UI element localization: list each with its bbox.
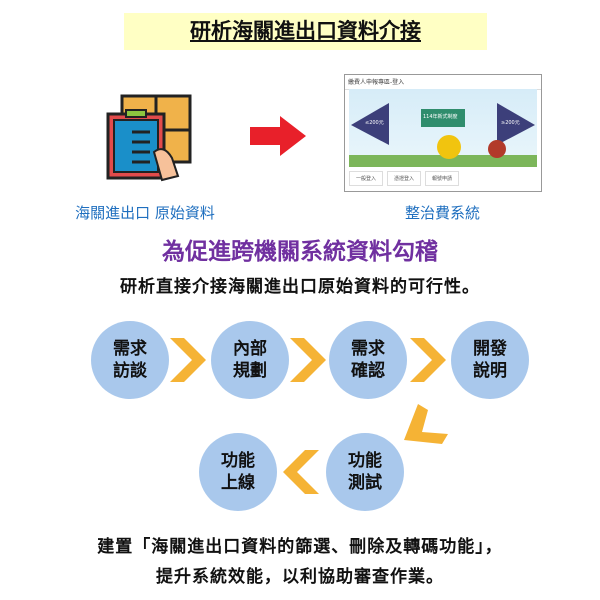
system-screenshot: 繳費人申報專區-登入 114年新式制度 ≤200元 ≥200元 一般登入 憑證登… [344, 74, 542, 192]
page-title: 研析海關進出口資料介接 [124, 13, 487, 50]
step-1: 需求訪談 [91, 321, 169, 399]
screenshot-banner: 114年新式制度 ≤200元 ≥200元 [349, 89, 537, 167]
right-caption: 整治費系統 [404, 204, 480, 222]
chevron-right-icon [290, 338, 326, 382]
right-badge: ≥200元 [501, 120, 520, 126]
screenshot-header: 繳費人申報專區-登入 [345, 75, 541, 90]
step-4: 開發說明 [451, 321, 529, 399]
banner-title: 114年新式制度 [423, 114, 458, 120]
clipboard-boxes-icon [106, 94, 192, 182]
tab-certificate-login[interactable]: 憑證登入 [387, 171, 422, 186]
step-3: 需求確認 [329, 321, 407, 399]
subtitle: 研析直接介接海關進出口原始資料的可行性。 [120, 277, 480, 297]
footer-line-2: 提升系統效能，以利協助審查作業。 [156, 567, 444, 587]
chevron-right-icon [410, 338, 446, 382]
tab-apply[interactable]: 報號申請 [425, 171, 460, 186]
left-caption: 海關進出口 原始資料 [75, 204, 215, 222]
chevron-left-icon [283, 450, 319, 494]
chevron-right-icon [170, 338, 206, 382]
step-2: 內部規劃 [211, 321, 289, 399]
step-6: 功能上線 [199, 433, 277, 511]
footer-line-1: 建置「海關進出口資料的篩選、刪除及轉碼功能」， [97, 537, 503, 557]
left-badge: ≤200元 [365, 120, 384, 126]
purpose-heading: 為促進跨機關系統資料勾稽 [162, 239, 438, 265]
tab-general-login[interactable]: 一般登入 [349, 171, 384, 186]
arrow-right-icon [250, 116, 306, 156]
chevron-down-left-icon [404, 404, 448, 444]
step-5: 功能測試 [326, 433, 404, 511]
